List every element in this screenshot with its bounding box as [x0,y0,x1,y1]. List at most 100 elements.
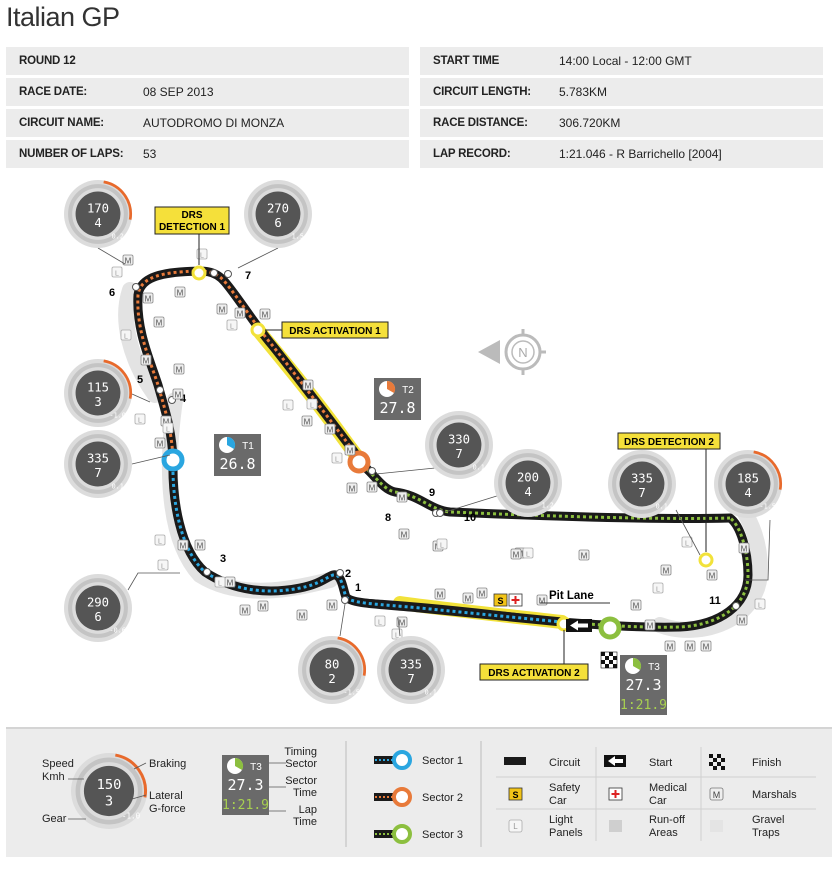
svg-text:L: L [138,418,142,425]
marshal-icon: M [396,491,408,503]
info-row: CIRCUIT NAME: AUTODROMO DI MONZA [6,109,409,137]
legend-text: Timing [284,746,317,758]
turn-dot [436,509,444,517]
marshal-icon: M [142,292,154,304]
info-row: LAP RECORD:1:21.046 - R Barrichello [200… [420,140,823,168]
light-panel-icon: L [120,329,132,341]
sector-time: 27.3 [227,776,263,794]
svg-text:M: M [145,295,152,304]
light-panel-icon: L [331,452,343,464]
legend-text: Lateral [149,790,183,802]
svg-text:M: M [513,551,520,560]
gauge-speed: 200 [517,470,539,484]
medical-car-icon [608,787,623,801]
turn-number: 5 [137,374,143,386]
drs-detection-1-label: DRS DETECTION 1 [154,206,230,265]
light-panel-icon: L [681,536,693,548]
marshal-icon: M [366,481,378,493]
svg-text:DRS ACTIVATION 1: DRS ACTIVATION 1 [289,326,381,337]
svg-text:M: M [539,597,546,606]
marshal-icon: M [234,307,246,319]
gauge-gforce: 0.2 [112,232,124,240]
legend-text: Braking [149,758,186,770]
turn-number: 4 [180,393,187,405]
light-panel-icon: L [508,819,523,833]
start-arrow-icon [566,619,592,632]
legend-text: Time [293,816,317,828]
turn-number: 8 [385,512,391,524]
svg-text:M: M [399,619,406,628]
braking-arc [753,450,782,490]
marshal-icon: M [398,528,410,540]
sector-3-marker [598,616,622,640]
marshal-icon: M [706,569,718,581]
legend-text: Sector 3 [422,829,463,841]
gauge-gforce: 0.1 [656,502,668,510]
gauge-gforce: 1.2 [542,501,554,509]
gauge-gear: 6 [274,216,281,230]
sector-id: T2 [402,385,414,396]
svg-text:L: L [218,581,222,588]
marshal-icon: M [224,576,236,588]
info-label: NUMBER OF LAPS: [19,148,124,160]
svg-text:L: L [440,543,444,550]
lap-time: 1:21.9 [620,698,667,713]
gauge-gforce: -1.5 [344,688,360,696]
svg-text:S: S [512,790,518,800]
gauge-speed: 335 [400,657,422,671]
gauge-gforce: 1.5 [292,232,304,240]
info-label: RACE DISTANCE: [433,117,528,129]
gauge-gforce: -0.6 [110,626,126,634]
light-panel-icon: L [306,398,318,410]
svg-text:L: L [124,334,128,341]
info-row: CIRCUIT LENGTH:5.783KM [420,78,823,106]
gauge-speed: 335 [87,451,109,465]
light-panel-icon: L [111,266,123,278]
svg-text:L: L [513,822,518,831]
marshal-icon: M [324,423,336,435]
turn-dot [132,283,140,291]
turn-dot [156,386,164,394]
page-title: Italian GP [6,2,120,32]
gauge-gear: 7 [455,447,462,461]
legend-text: Finish [752,757,781,769]
svg-text:M: M [329,602,336,611]
turn-number: 6 [109,287,115,299]
drs-activation-2-label: DRS ACTIVATION 2 [479,630,589,681]
gauge-gear: 4 [744,486,751,500]
svg-text:M: M [663,567,670,576]
marshal-icon: M [172,388,184,400]
gauge-gear: 7 [407,672,414,686]
turn-dot [203,568,211,576]
start-icon [604,755,626,767]
safety-car-icon: S [508,787,523,801]
legend-text: Run-off [649,814,686,826]
gauge-gforce: 0.1 [112,482,124,490]
marshal-icon: M [476,587,488,599]
info-value: 5.783KM [559,85,608,99]
sector-time: 27.3 [625,676,661,694]
svg-text:M: M [709,572,716,581]
marshal-icon: M [346,482,358,494]
svg-text:M: M [304,418,311,427]
marshal-icon: M [302,379,314,391]
light-panel-icon: L [157,559,169,571]
legend-text: Panels [549,827,583,839]
legend-text: Start [649,757,672,769]
svg-text:M: M [349,485,356,494]
info-value: AUTODROMO DI MONZA [143,116,285,130]
svg-text:L: L [395,633,399,640]
sector-id: T3 [250,762,262,773]
marshal-icon: M [174,286,186,298]
legend-text: Car [549,795,567,807]
marshal-icon: M [153,316,165,328]
info-label: CIRCUIT NAME: [19,117,104,129]
